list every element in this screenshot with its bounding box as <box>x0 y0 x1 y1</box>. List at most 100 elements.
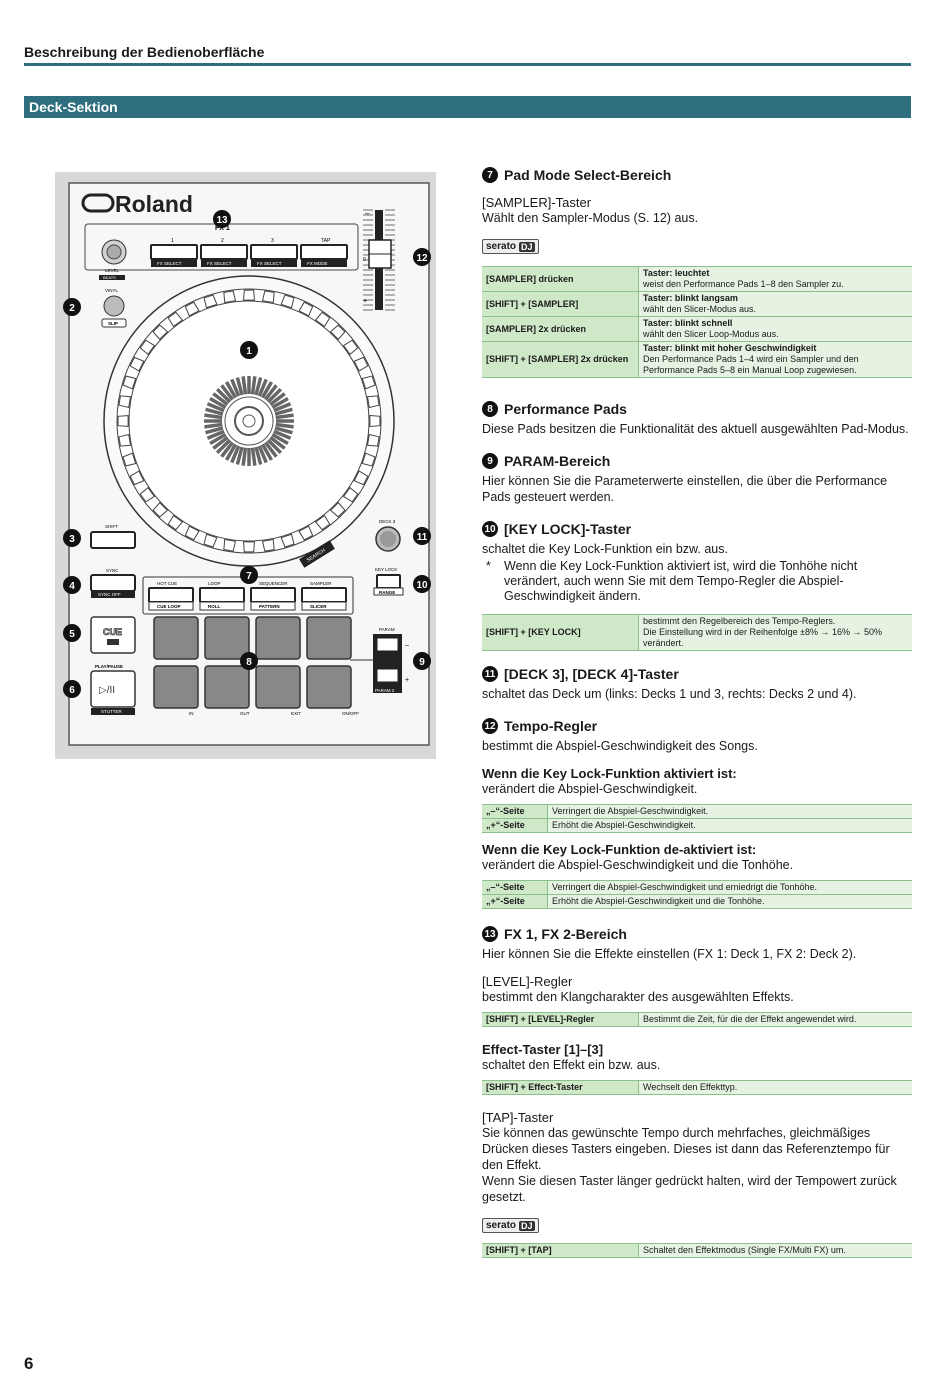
pad-mode-button[interactable] <box>301 587 347 603</box>
table-text: wählt den Slicer Loop-Modus aus. <box>643 329 779 339</box>
heading-text: [DECK 3], [DECK 4]-Taster <box>504 666 679 682</box>
dj-text: DJ <box>519 241 535 252</box>
performance-pad[interactable] <box>204 665 250 709</box>
callout-number: 3 <box>69 534 75 545</box>
fx-button[interactable] <box>150 244 198 260</box>
vinyl-button[interactable] <box>103 295 125 317</box>
table-status: Taster: blinkt mit hoher Geschwindigkeit <box>643 343 817 353</box>
pad-mode-button[interactable] <box>148 587 194 603</box>
tap-button-heading: [TAP]-Taster <box>482 1110 554 1125</box>
callout-marker <box>63 576 81 594</box>
shift-button[interactable] <box>90 531 136 549</box>
performance-pad[interactable] <box>255 665 301 709</box>
table-row: [SHIFT] + [KEY LOCK] bestimmt den Regelb… <box>482 614 912 651</box>
fx-button-label: FX SELECT <box>157 261 182 266</box>
tempo-minus: – <box>365 209 370 218</box>
fx-button-label: FX SELECT <box>207 261 232 266</box>
performance-pad[interactable] <box>306 665 352 709</box>
section-title: Deck-Sektion <box>24 96 911 118</box>
performance-pad[interactable] <box>153 665 199 709</box>
roland-logo-mark <box>81 193 115 213</box>
key-lock-button[interactable] <box>376 574 401 589</box>
param-plus-button[interactable] <box>376 668 399 683</box>
sync-button[interactable] <box>90 574 136 592</box>
callout-number: 7 <box>246 571 252 582</box>
key-lock-on-desc: verändert die Abspiel-Geschwindigkeit. <box>482 782 698 796</box>
callout-marker <box>63 624 81 642</box>
table-status: Taster: blinkt langsam <box>643 293 738 303</box>
callout-number: 11 <box>417 532 428 543</box>
heading-text: [KEY LOCK]-Taster <box>504 521 632 537</box>
table-value: bestimmt den Regelbereich des Tempo-Regl… <box>638 614 912 651</box>
fx-button[interactable] <box>200 244 248 260</box>
table-row: [SHIFT] + [SAMPLER]Taster: blinkt langsa… <box>482 291 912 317</box>
param2-label: PARAM 2 <box>375 688 395 693</box>
tap-desc-1: Sie können das gewünschte Tempo durch me… <box>482 1126 890 1172</box>
serato-text: serato <box>486 241 517 252</box>
note-text: Wenn die Key Lock-Funktion aktiviert ist… <box>504 559 858 603</box>
key-lock-off-desc: verändert die Abspiel-Geschwindigkeit un… <box>482 858 794 872</box>
dj-text: DJ <box>519 1220 535 1231</box>
callout-number: 2 <box>69 303 75 314</box>
shift-label: SHIFT <box>105 524 118 529</box>
pad-mode-sub-label: SLICER <box>310 604 327 609</box>
callout-number: 9 <box>482 453 498 469</box>
pad-mode-button[interactable] <box>199 587 245 603</box>
table-key: „–“-Seite <box>482 880 548 895</box>
callout-marker <box>63 680 81 698</box>
table-key: „+“-Seite <box>482 894 548 909</box>
section-11-desc: schaltet das Deck um (links: Decks 1 und… <box>482 687 857 701</box>
table-text: weist den Performance Pads 1–8 den Sampl… <box>643 279 844 289</box>
callout-number: 8 <box>482 401 498 417</box>
pad-mode-sub-label: PATTERN <box>259 604 280 609</box>
performance-pad[interactable] <box>306 616 352 660</box>
callout-marker <box>63 529 81 547</box>
callout-number: 9 <box>419 657 425 668</box>
play-pause-button[interactable] <box>90 670 136 708</box>
page-number: 6 <box>24 1354 34 1373</box>
table-key: „–“-Seite <box>482 804 548 819</box>
callout-marker <box>413 575 431 593</box>
param-minus-button[interactable] <box>376 637 399 652</box>
table-value: Bestimmt die Zeit, für die der Effekt an… <box>638 1012 912 1027</box>
table-text: wählt den Slicer-Modus aus. <box>643 304 757 314</box>
callout-marker <box>213 210 231 228</box>
fx-button[interactable] <box>250 244 298 260</box>
performance-pad[interactable] <box>204 616 250 660</box>
fx-title: FX 1 <box>215 225 230 232</box>
callout-number: 4 <box>69 581 75 592</box>
param-minus: – <box>405 642 409 649</box>
table-value: Erhöht die Abspiel-Geschwindigkeit und d… <box>547 894 912 909</box>
page-header: Beschreibung der Bedienoberfläche <box>24 44 265 60</box>
callout-number: 7 <box>482 167 498 183</box>
fx-number: 2 <box>221 238 224 244</box>
brand-logo: Roland <box>115 191 193 217</box>
key-lock-off-heading: Wenn die Key Lock-Funktion de-aktiviert … <box>482 842 757 857</box>
table-value: Schaltet den Effektmodus (Single FX/Mult… <box>638 1243 912 1258</box>
pad-bottom-label: ON/OFF <box>342 711 359 716</box>
fx-button[interactable] <box>300 244 348 260</box>
pad-mode-button[interactable] <box>250 587 296 603</box>
pad-mode-sub-label: ROLL <box>208 604 220 609</box>
callout-marker <box>240 341 258 359</box>
pad-bottom-label: IN <box>189 711 194 716</box>
pad-bottom-label: EXIT <box>291 711 301 716</box>
callout-marker <box>413 652 431 670</box>
cue-button[interactable] <box>90 616 136 654</box>
key-lock-on-heading: Wenn die Key Lock-Funktion aktiviert ist… <box>482 766 737 781</box>
performance-pad[interactable] <box>153 616 199 660</box>
param-label: PARAM <box>379 627 395 632</box>
performance-pad[interactable] <box>255 616 301 660</box>
effect-buttons-desc: schaltet den Effekt ein bzw. aus. <box>482 1058 661 1072</box>
tap-desc-2: Wenn Sie diesen Taster länger gedrückt h… <box>482 1174 897 1204</box>
sync-off-label: SYNC OFF <box>98 592 121 597</box>
